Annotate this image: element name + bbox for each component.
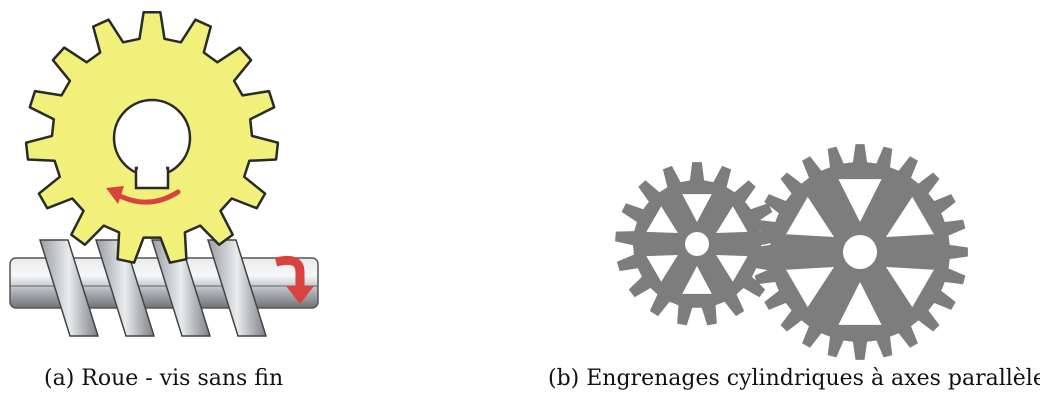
small-spur-gear (615, 162, 779, 326)
caption-spur-gears: (b) Engrenages cylindriques à axes paral… (548, 366, 1040, 391)
wheel-rotation-arrow-icon (106, 186, 181, 205)
worm-gear-illustration (9, 11, 319, 337)
wheel-bore (112, 98, 192, 190)
large-spur-gear (752, 144, 968, 360)
caption-worm-gear: (a) Roue - vis sans fin (44, 366, 284, 391)
spur-gears-illustration (615, 144, 968, 360)
figure-worm-gear: (a) Roue - vis sans fin (0, 0, 340, 401)
figure-spur-gears: (b) Engrenages cylindriques à axes paral… (548, 0, 1040, 401)
shaft-rotation-arrow-icon (274, 255, 314, 304)
